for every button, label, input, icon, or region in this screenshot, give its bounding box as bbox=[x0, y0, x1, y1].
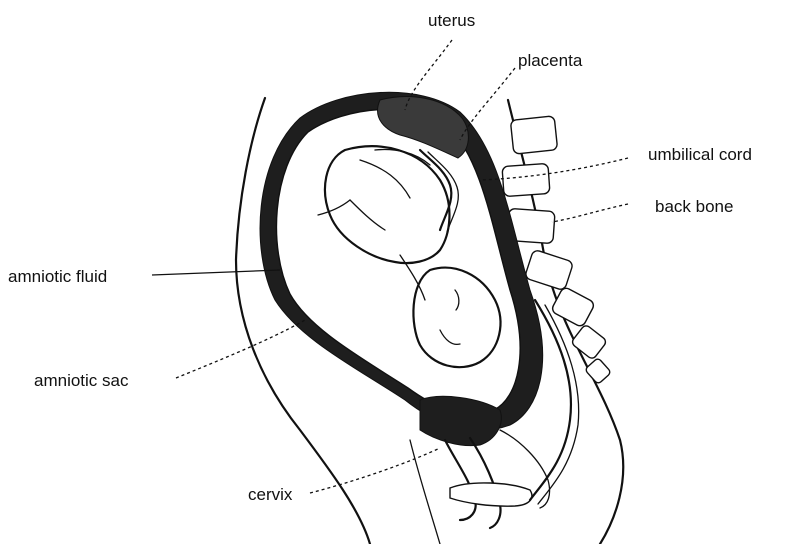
vertebra bbox=[585, 358, 612, 385]
label-amniotic-fluid: amniotic fluid bbox=[8, 267, 107, 286]
vertebra bbox=[524, 249, 573, 291]
cervix-region bbox=[420, 396, 550, 528]
vertebra bbox=[510, 116, 557, 154]
label-amniotic-sac: amniotic sac bbox=[34, 371, 129, 390]
label-placenta: placenta bbox=[518, 51, 583, 70]
label-umbilical-cord: umbilical cord bbox=[648, 145, 752, 164]
vertebra bbox=[571, 324, 608, 360]
uterus-wall bbox=[260, 92, 543, 430]
label-back-bone: back bone bbox=[655, 197, 733, 216]
mother-inner-outline bbox=[410, 440, 440, 544]
label-uterus: uterus bbox=[428, 11, 475, 30]
vertebra bbox=[551, 286, 596, 328]
vertebra bbox=[502, 163, 550, 196]
label-cervix: cervix bbox=[248, 485, 293, 504]
